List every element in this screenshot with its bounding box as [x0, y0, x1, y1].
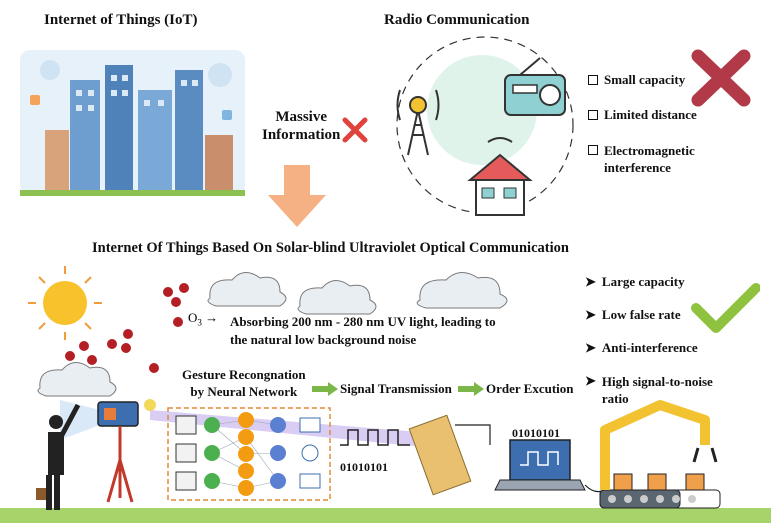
check-icon [691, 283, 760, 333]
radio-tower-icon [396, 89, 440, 156]
pipeline-step-transmission: Signal Transmission [340, 381, 452, 396]
arrow-bullet-icon: ➤ [585, 373, 596, 388]
person-icon [36, 403, 81, 510]
ozone-line1: Absorbing 200 nm - 280 nm UV light, lead… [230, 314, 496, 329]
robot-arm-icon [599, 400, 721, 509]
main-title: Internet Of Things Based On Solar-blind … [92, 240, 569, 256]
pipeline-step-gesture: Gesture Recongnation by Neural Network [182, 367, 306, 399]
iot-title: Internet of Things (IoT) [44, 12, 198, 28]
large-cross-icon [691, 49, 751, 107]
sky-illustration [28, 266, 508, 397]
bottom-scene [0, 399, 771, 523]
green-arrow-icon [312, 382, 338, 396]
advantage-item: ➤Low false rate [585, 307, 681, 322]
advantage-item: ➤Large capacity [585, 274, 685, 289]
checkbox-icon [588, 145, 598, 155]
arrow-bullet-icon: ➤ [585, 340, 596, 355]
received-binary: 01010101 [512, 426, 560, 440]
drawback-item: Small capacity [588, 72, 718, 88]
radio-icon [504, 57, 566, 116]
sun-icon [28, 266, 102, 340]
radio-title: Radio Communication [384, 12, 530, 28]
massive-label-line1: Massive [275, 109, 327, 125]
checkbox-icon [588, 75, 598, 85]
drawback-item: Limited distance [588, 107, 718, 123]
arrow-bullet-icon: ➤ [585, 307, 596, 322]
arrow-bullet-icon: ➤ [585, 274, 596, 289]
pipeline-step-execution: Order Excution [486, 381, 574, 396]
detector-icon [408, 414, 472, 496]
camera-icon [97, 399, 156, 503]
massive-label-line2: Information [262, 127, 341, 143]
ozone-line2: the natural low background noise [230, 332, 417, 347]
ozone-explanation: Absorbing 200 nm - 280 nm UV light, lead… [230, 313, 496, 349]
ozone-formula: O3 → [188, 310, 219, 328]
checkbox-icon [588, 110, 598, 120]
ozone-subscript: 3 [197, 317, 202, 328]
down-arrow [268, 165, 326, 227]
house-icon [467, 137, 533, 216]
laptop-icon [494, 439, 586, 491]
small-cross-icon [342, 117, 368, 143]
signal-binary: 01010101 [340, 460, 388, 474]
ozone-symbol: O [188, 310, 198, 325]
advantages-list: ➤Large capacity ➤Low false rate ➤Anti-in… [585, 274, 735, 407]
smart-city-illustration [20, 50, 245, 196]
massive-information-label: Massive Information [262, 108, 340, 144]
green-arrow-icon [458, 382, 484, 396]
radio-drawbacks-list: Small capacity Limited distance Electrom… [588, 72, 718, 176]
advantage-item: ➤Anti-interference [585, 340, 698, 355]
radio-illustration [396, 36, 574, 216]
